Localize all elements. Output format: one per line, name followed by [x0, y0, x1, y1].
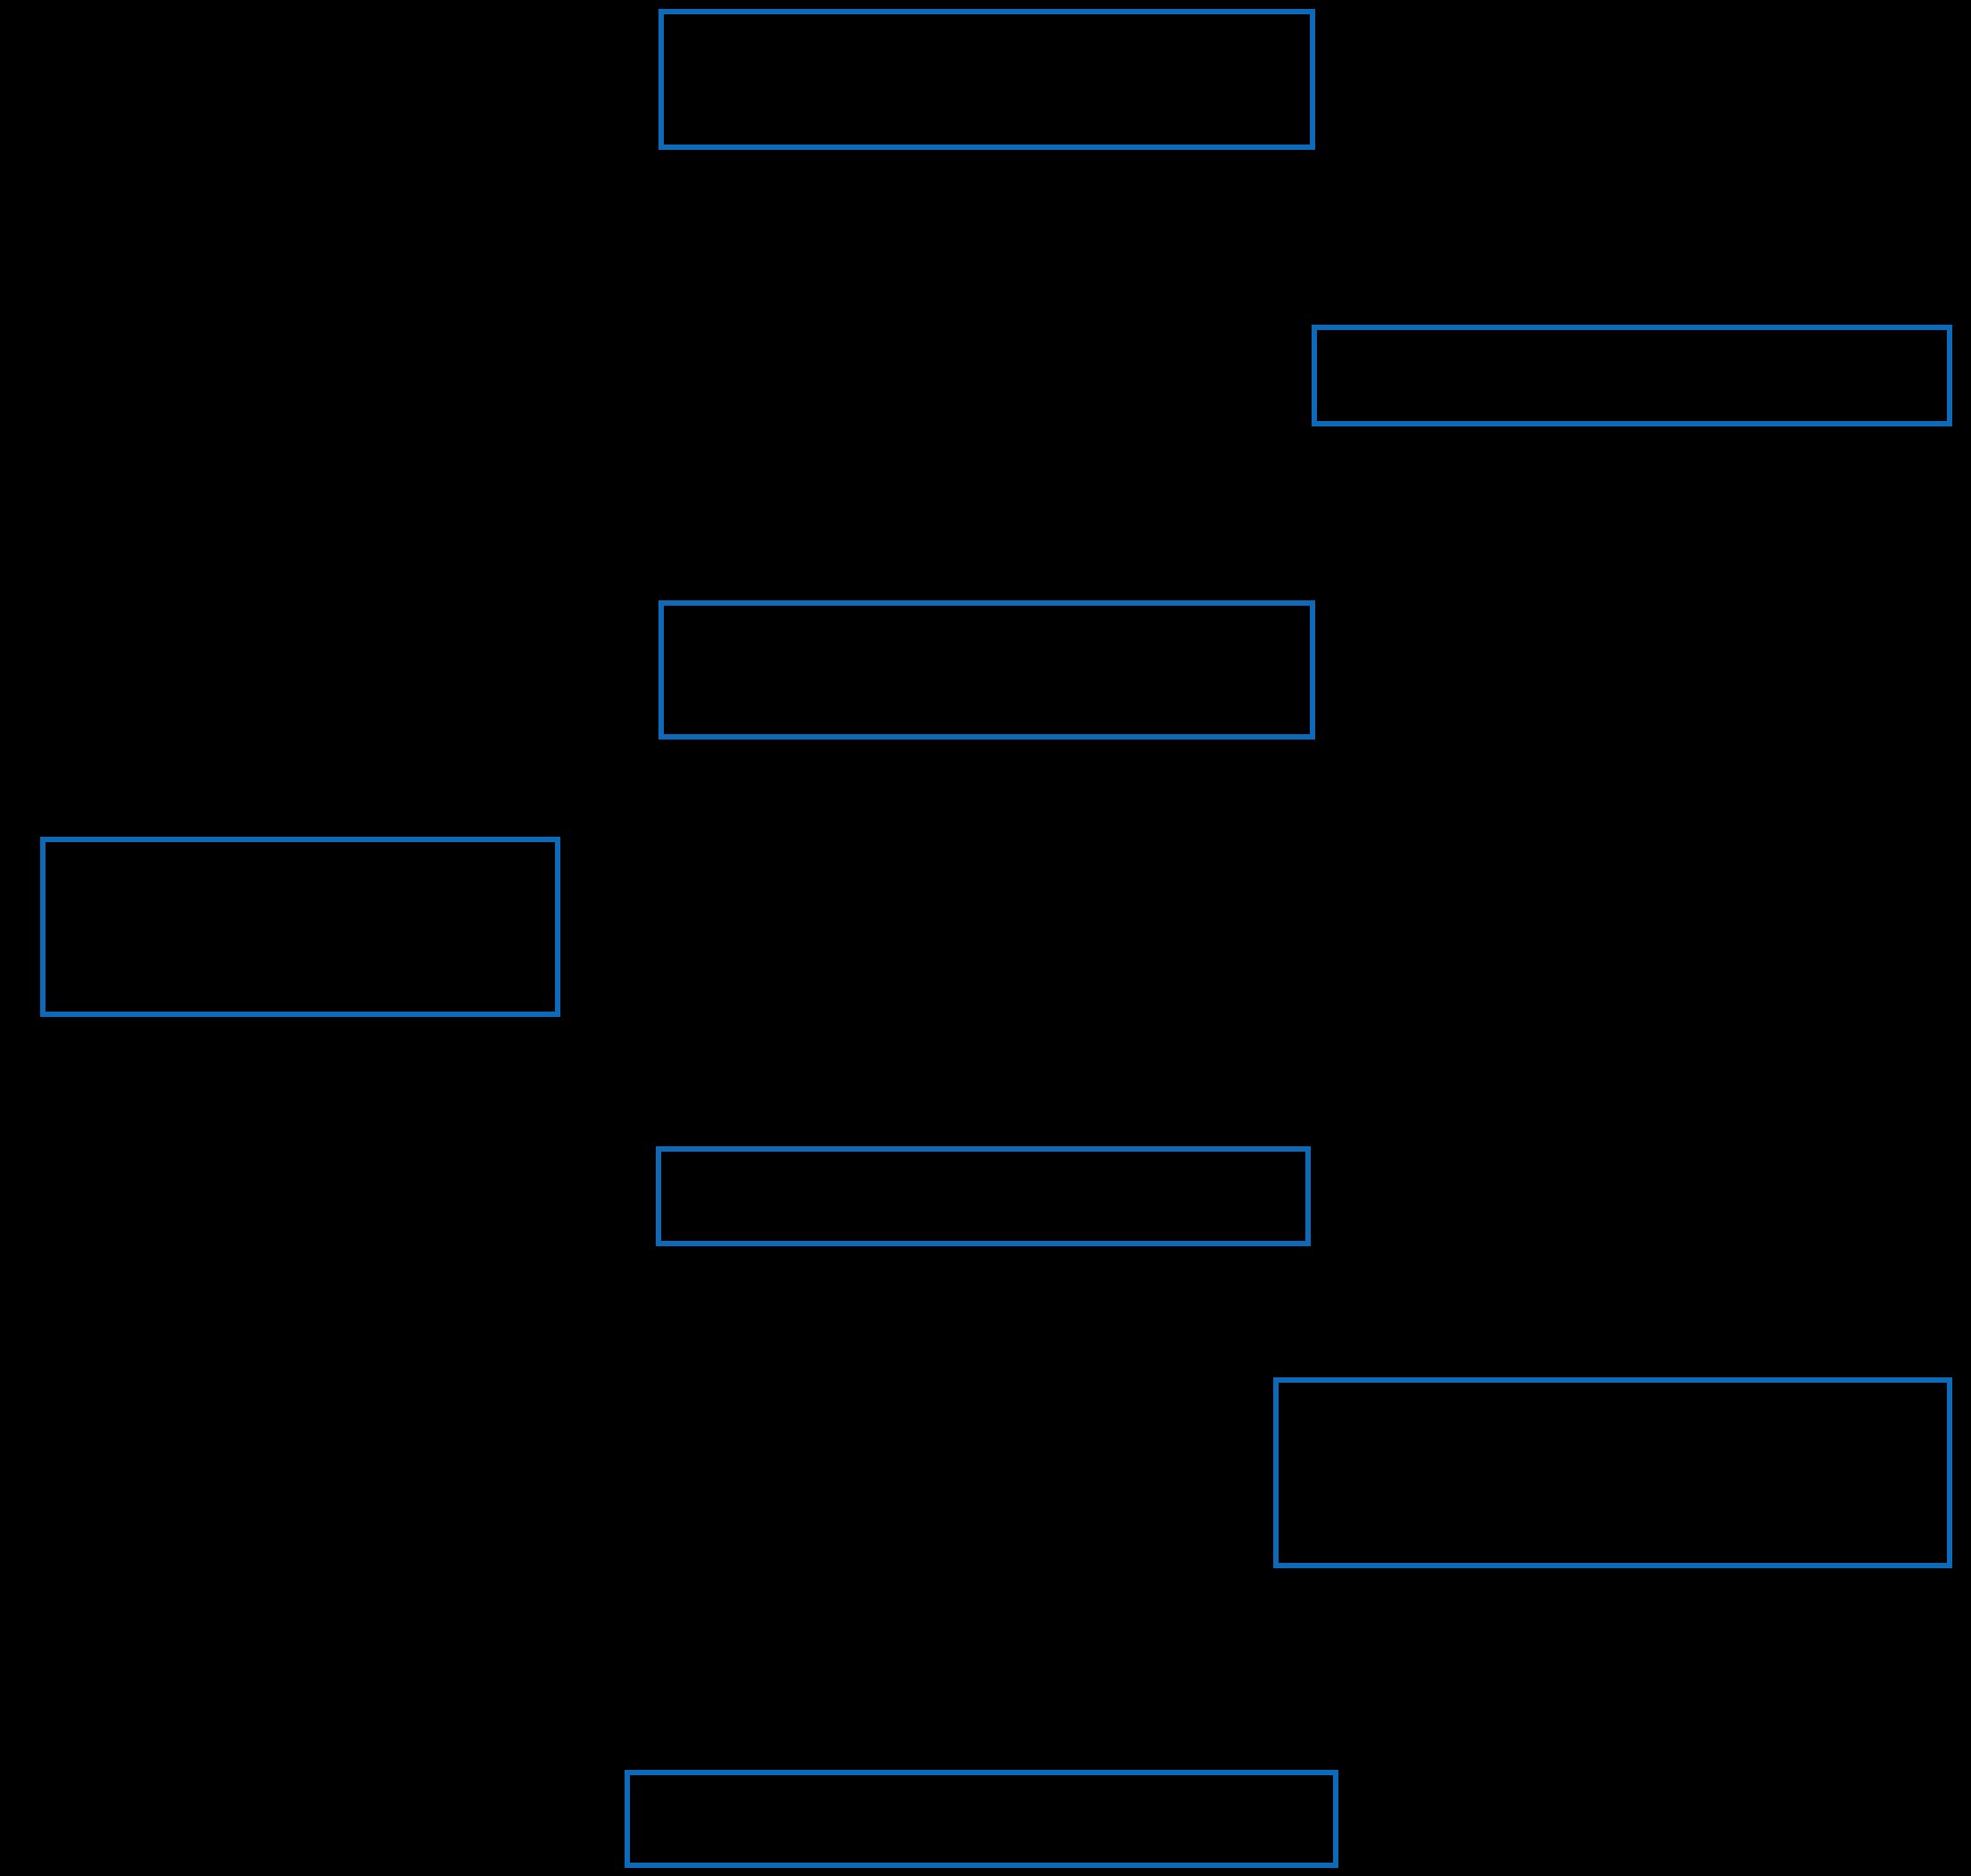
bounding-box-6[interactable]: [1273, 1377, 1952, 1568]
bounding-box-7[interactable]: [625, 1770, 1338, 1868]
bounding-box-1[interactable]: [658, 9, 1315, 150]
bounding-box-4[interactable]: [40, 837, 560, 1017]
bounding-box-2[interactable]: [1312, 325, 1952, 426]
bounding-box-5[interactable]: [656, 1146, 1311, 1246]
bounding-box-3[interactable]: [658, 600, 1315, 740]
